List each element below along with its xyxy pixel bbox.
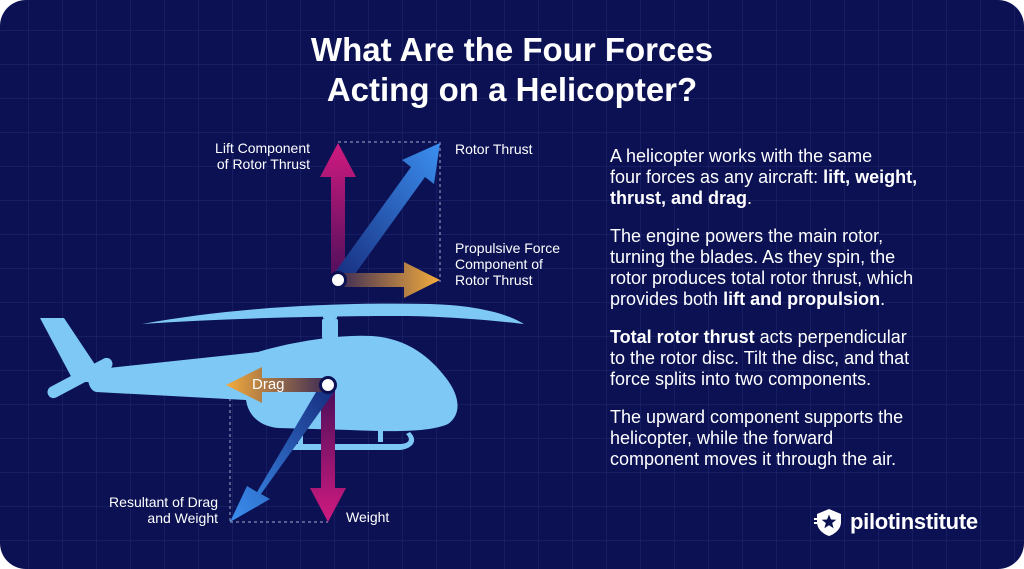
title-line-1: What Are the Four Forces xyxy=(310,31,714,68)
p2-line-4-end: . xyxy=(880,289,886,309)
lift-label-line-2: of Rotor Thrust xyxy=(216,156,310,172)
rotor-thrust-label: Rotor Thrust xyxy=(455,141,533,157)
drag-label: Drag xyxy=(252,376,285,393)
title-line-2: Acting on a Helicopter? xyxy=(326,71,698,108)
upper-force-point xyxy=(329,271,347,289)
star-shield-icon xyxy=(814,509,841,536)
p2-line-4-bold: lift and propulsion xyxy=(723,289,881,309)
p1-line-3-text: . xyxy=(747,188,753,208)
p1-line-2-bold: lift, weight, xyxy=(823,167,918,187)
weight-label: Weight xyxy=(346,509,390,525)
lift-label: Lift Component of Rotor Thrust xyxy=(170,140,310,172)
paragraph-3: Total rotor thrust acts perpendicular to… xyxy=(610,327,990,390)
logo-text: pilotinstitute xyxy=(850,509,978,534)
propulsive-force-label: Propulsive Force Component of Rotor Thru… xyxy=(455,240,560,288)
p1-line-3-bold: thrust, and drag xyxy=(610,188,748,208)
lower-dashed-guides xyxy=(229,386,328,523)
p3-line-1-bold: Total rotor thrust xyxy=(610,327,755,347)
lift-label-line-1: Lift Component xyxy=(215,140,310,156)
p2-line-4-text: provides both xyxy=(610,289,724,309)
p4-line-3: component moves it through the air. xyxy=(610,449,897,469)
propulsive-label-line-3: Rotor Thrust xyxy=(455,272,533,288)
rotor-thrust-arrow xyxy=(333,143,440,285)
propulsive-force-arrow xyxy=(338,262,440,298)
p2-line-2: turning the blades. As they spin, the xyxy=(610,247,896,267)
p4-line-2: helicopter, while the forward xyxy=(610,428,834,448)
p1-line-2: four forces as any aircraft: lift, weigh… xyxy=(610,167,990,188)
lift-arrow xyxy=(320,143,356,282)
p3-line-3: force splits into two components. xyxy=(610,369,872,389)
explanation-text: A helicopter works with the same four fo… xyxy=(610,146,990,487)
lower-force-point xyxy=(319,376,337,394)
page-title: What Are the Four Forces Acting on a Hel… xyxy=(150,30,874,110)
p2-line-1: The engine powers the main rotor, xyxy=(610,226,884,246)
p2-line-3: rotor produces total rotor thrust, which xyxy=(610,268,914,288)
upper-dashed-guides xyxy=(338,141,441,282)
p3-line-1-text: acts perpendicular xyxy=(754,327,907,347)
paragraph-2: The engine powers the main rotor, turnin… xyxy=(610,226,990,310)
resultant-label: Resultant of Drag and Weight xyxy=(60,494,218,526)
paragraph-1: A helicopter works with the same four fo… xyxy=(610,146,990,209)
p1-line-3: thrust, and drag. xyxy=(610,188,990,209)
p4-line-1: The upward component supports the xyxy=(610,407,904,427)
resultant-label-line-1: Resultant of Drag xyxy=(109,494,218,510)
paragraph-4: The upward component supports the helico… xyxy=(610,407,990,470)
p2-line-4: provides both lift and propulsion. xyxy=(610,289,990,310)
resultant-arrow xyxy=(230,382,334,522)
p1-line-2-text: four forces as any aircraft: xyxy=(610,167,824,187)
propulsive-label-line-1: Propulsive Force xyxy=(455,240,561,256)
propulsive-label-line-2: Component of xyxy=(455,256,543,272)
p1-line-1: A helicopter works with the same xyxy=(610,146,873,166)
p3-line-1: Total rotor thrust acts perpendicular xyxy=(610,327,990,348)
weight-arrow xyxy=(310,388,346,522)
p3-line-2: to the rotor disc. Tilt the disc, and th… xyxy=(610,348,910,368)
resultant-label-line-2: and Weight xyxy=(147,510,218,526)
drag-arrow xyxy=(226,367,328,403)
pilotinstitute-logo[interactable]: pilotinstitute xyxy=(814,507,978,537)
